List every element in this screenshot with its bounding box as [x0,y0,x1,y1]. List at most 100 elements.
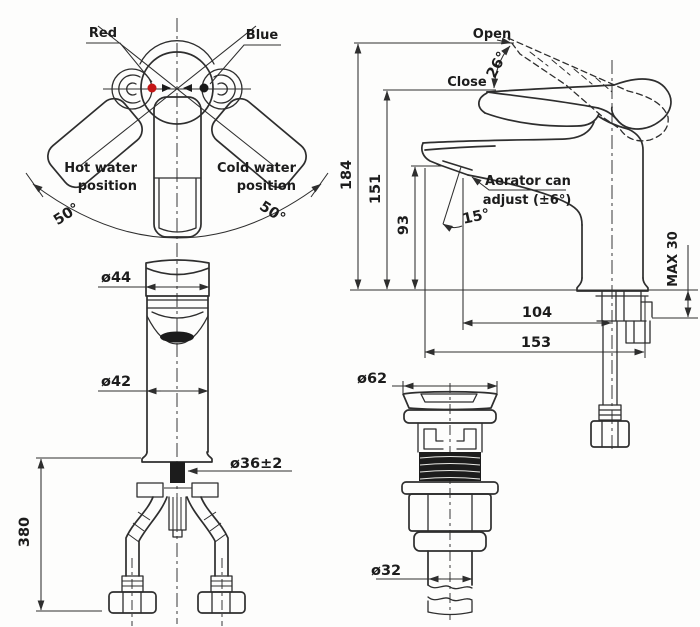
center-toggle-marks [162,84,192,92]
body-right-edge [627,128,644,279]
pipe-bend-hatch [127,511,227,543]
spout-underside [467,174,583,226]
aerator-slot [436,160,473,176]
front-view-faucet: ø44 ø42 ø36±2 380 [17,259,292,626]
mounting-shank [170,462,185,483]
body-spout-outline [420,92,649,292]
drain-cap [402,390,498,411]
aerator-leader [471,176,566,191]
connector-nut-left [108,591,157,614]
right-ear-detail [213,74,236,104]
dia44-label: ø44 [101,270,131,286]
red-leader-line [86,42,153,83]
hose-ridges-right [210,575,233,593]
body-sides [146,295,209,453]
handle-paddle [610,78,672,130]
cartridge-join [597,115,629,130]
drain-hex-nut-facets [427,493,473,532]
max30-label: MAX 30 [666,231,681,287]
top-view-handle: Red Blue Hot water position Cold water p… [25,18,329,624]
h93-label: 93 [396,215,412,235]
h151-label: 151 [368,174,384,204]
cold-water-label-line2: position [237,179,296,194]
hose-centerlines [131,558,223,626]
lever-cold-position [211,97,307,189]
arc-15deg [442,223,463,232]
drain-hex-nut [408,493,492,532]
handle-open-dashed [507,37,669,142]
blue-indicator-dot [199,83,209,93]
aerator-front [160,331,194,343]
h184-label: 184 [339,160,355,190]
shoulder-curve [484,112,600,128]
hose-ridges-left-lines [122,580,143,587]
spout-ring-grooves [146,299,209,309]
dia42-label: ø42 [101,374,131,390]
dia62-label: ø62 [357,371,387,387]
open-leader-arrow [496,37,512,45]
drain-overflow-slots [423,428,477,450]
side-mounting [590,290,653,448]
handle-position-diagonals [79,25,275,167]
swing-arc-ticks [25,172,329,198]
threaded-rod [168,496,187,538]
side-connector-nut [590,420,630,448]
connector-nut-right-facets [211,591,231,614]
lever-center-detail [153,177,202,233]
blue-leader-line [209,44,281,85]
drain-flange-top [403,409,497,424]
hose-ridges-left [121,575,144,593]
hot-water-label-line1: Hot water [64,161,137,176]
red-indicator-dot [147,83,157,93]
drain-neck [417,422,483,453]
handle-top-edge [486,84,615,93]
aerator-note-line2: adjust (±6°) [483,193,572,208]
threaded-rod-hatch [172,497,182,530]
hot-water-label-line2: position [78,179,137,194]
connector-nut-right [197,591,246,614]
side-hose-ridges [598,404,622,421]
drain-assembly: ø62 ø32 [357,371,499,620]
handle-head-circle [140,51,214,125]
dia32-label: ø32 [371,563,401,579]
angle-15-label: 15° [461,206,491,227]
spout-chamfer [424,145,496,151]
side-view-faucet: Open Close 26° 184 151 93 15° Aerator ca… [339,27,698,452]
angle-50-right-label: 50° [256,198,288,226]
spout-cap [145,259,210,297]
cold-water-label-line1: Cold water [217,161,297,176]
h380-extension-lines [36,457,141,612]
drain-cap-inset [420,393,478,403]
blue-label: Blue [246,28,279,43]
neck-left-edge [478,92,488,114]
dia36-label: ø36±2 [230,456,282,472]
lever-center-position [153,96,202,238]
hose-ridges-right-lines [211,580,232,587]
spout-tip [420,142,441,166]
arc-26deg [491,45,511,89]
body-base [576,277,649,292]
side-connector-nut-facets [601,420,619,448]
handle-underside [486,91,620,123]
outlet-bowl-curves [146,311,209,345]
aerator-axis-line [442,166,462,225]
drain-collar [413,531,487,552]
extension-lines [350,42,698,358]
close-label: Close [447,75,487,90]
supply-pipe-right [186,496,229,577]
supply-pipe-left [125,496,168,577]
angle-26-label: 26° [484,49,511,81]
h380-label: 380 [17,517,33,547]
handle-head-outer-arc [139,40,215,65]
d104-label: 104 [522,305,552,321]
open-label: Open [473,27,511,42]
pipe-end-stub [427,600,473,616]
d153-label: 153 [521,335,551,351]
left-ear-detail [118,74,141,104]
shank-lines [595,290,649,322]
washer-left [136,482,164,498]
washer-right [191,482,219,498]
pipe-break-squiggle [427,584,473,602]
